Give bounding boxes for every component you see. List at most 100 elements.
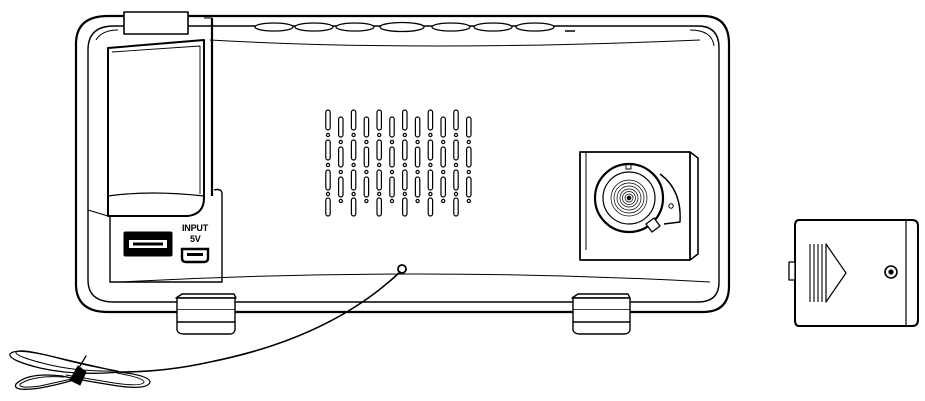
input-label-line1: INPUT [182, 223, 209, 233]
grille-slot [389, 176, 395, 198]
grille-slot [453, 109, 459, 131]
grille-slot [376, 169, 383, 191]
grille-hole [441, 139, 446, 145]
grille-slot [325, 139, 331, 161]
grille-slot [402, 169, 408, 191]
grille-slot [338, 116, 344, 138]
top-button-3 [335, 22, 375, 32]
grille-hole [441, 198, 446, 204]
grille-hole [389, 198, 395, 204]
grille-hole [325, 191, 331, 197]
grille-hole [364, 169, 369, 175]
top-button-4 [379, 21, 425, 33]
grille-slot [325, 109, 331, 131]
grille-slot [453, 139, 459, 161]
top-button-6 [473, 22, 513, 32]
grille-slot [440, 176, 447, 198]
grille-hole [338, 169, 343, 175]
usb-a-port-icon [123, 231, 173, 257]
grille-hole [402, 132, 407, 138]
grille-hole [415, 139, 420, 145]
grille-hole [415, 169, 420, 175]
grille-slot [350, 197, 357, 217]
grille-hole [441, 169, 446, 175]
port-panel [109, 188, 223, 283]
grille-hole [338, 139, 343, 145]
grille-hole [466, 169, 471, 175]
grille-slot [376, 109, 383, 131]
grille-slot [453, 169, 459, 191]
left-stand-door [87, 11, 214, 217]
grille-slot [325, 197, 331, 217]
top-buttons [254, 21, 575, 33]
grille-slot [466, 116, 472, 138]
grille-hole [377, 191, 382, 197]
top-button-1 [254, 22, 294, 32]
grille-slot [350, 109, 357, 131]
grille-slot [350, 169, 357, 191]
speaker-grille-icon [325, 109, 472, 217]
grille-slot [427, 169, 434, 191]
micro-usb-port-icon [180, 247, 210, 264]
grille-slot [466, 146, 472, 168]
arrow-icon [809, 243, 847, 303]
grille-hole [466, 139, 471, 145]
grille-hole [453, 132, 459, 138]
grille-hole [351, 191, 356, 197]
grille-hole [453, 162, 459, 168]
grille-slot [427, 109, 434, 131]
foot-left [175, 293, 237, 335]
battery-compartment-icon [579, 151, 699, 261]
grille-hole [466, 198, 471, 204]
grille-slot [338, 176, 344, 198]
device-body [74, 14, 731, 314]
grille-slot [376, 139, 383, 161]
grille-slot [402, 197, 408, 217]
grille-slot [402, 139, 408, 161]
grille-hole [402, 191, 407, 197]
antenna-wire-icon [9, 264, 407, 390]
grille-slot [427, 197, 434, 217]
grille-slot [466, 176, 472, 198]
grille-slot [363, 146, 370, 168]
grille-hole [325, 132, 331, 138]
grille-hole [325, 162, 331, 168]
grille-slot [440, 116, 447, 138]
grille-hole [377, 132, 382, 138]
grille-slot [389, 146, 395, 168]
grille-slot [363, 176, 370, 198]
grille-hole [389, 169, 395, 175]
grille-slot [440, 146, 447, 168]
input-label-line2: 5V [190, 234, 201, 244]
grille-slot [389, 116, 395, 138]
grille-slot [350, 139, 357, 161]
top-button-5 [431, 22, 471, 32]
grille-slot [414, 146, 421, 168]
grille-slot [402, 109, 408, 131]
grille-slot [414, 176, 421, 198]
grille-hole [389, 139, 395, 145]
grille-slot [427, 139, 434, 161]
foot-right [571, 293, 631, 335]
grille-hole [428, 191, 433, 197]
grille-slot [414, 116, 421, 138]
grille-slot [363, 116, 370, 138]
battery-coin-spiral [610, 179, 648, 217]
grille-slot [325, 169, 331, 191]
grille-slot [376, 197, 383, 217]
grille-hole [428, 162, 433, 168]
grille-slot [453, 197, 459, 217]
grille-hole [453, 191, 459, 197]
grille-hole [351, 162, 356, 168]
grille-hole [338, 198, 343, 204]
top-button-7 [515, 22, 555, 32]
grille-hole [402, 162, 407, 168]
grille-hole [415, 198, 420, 204]
grille-hole [377, 162, 382, 168]
antenna-jack [397, 264, 407, 274]
grille-slot [338, 146, 344, 168]
grille-hole [364, 139, 369, 145]
top-button-2 [294, 22, 334, 32]
grille-hole [364, 198, 369, 204]
